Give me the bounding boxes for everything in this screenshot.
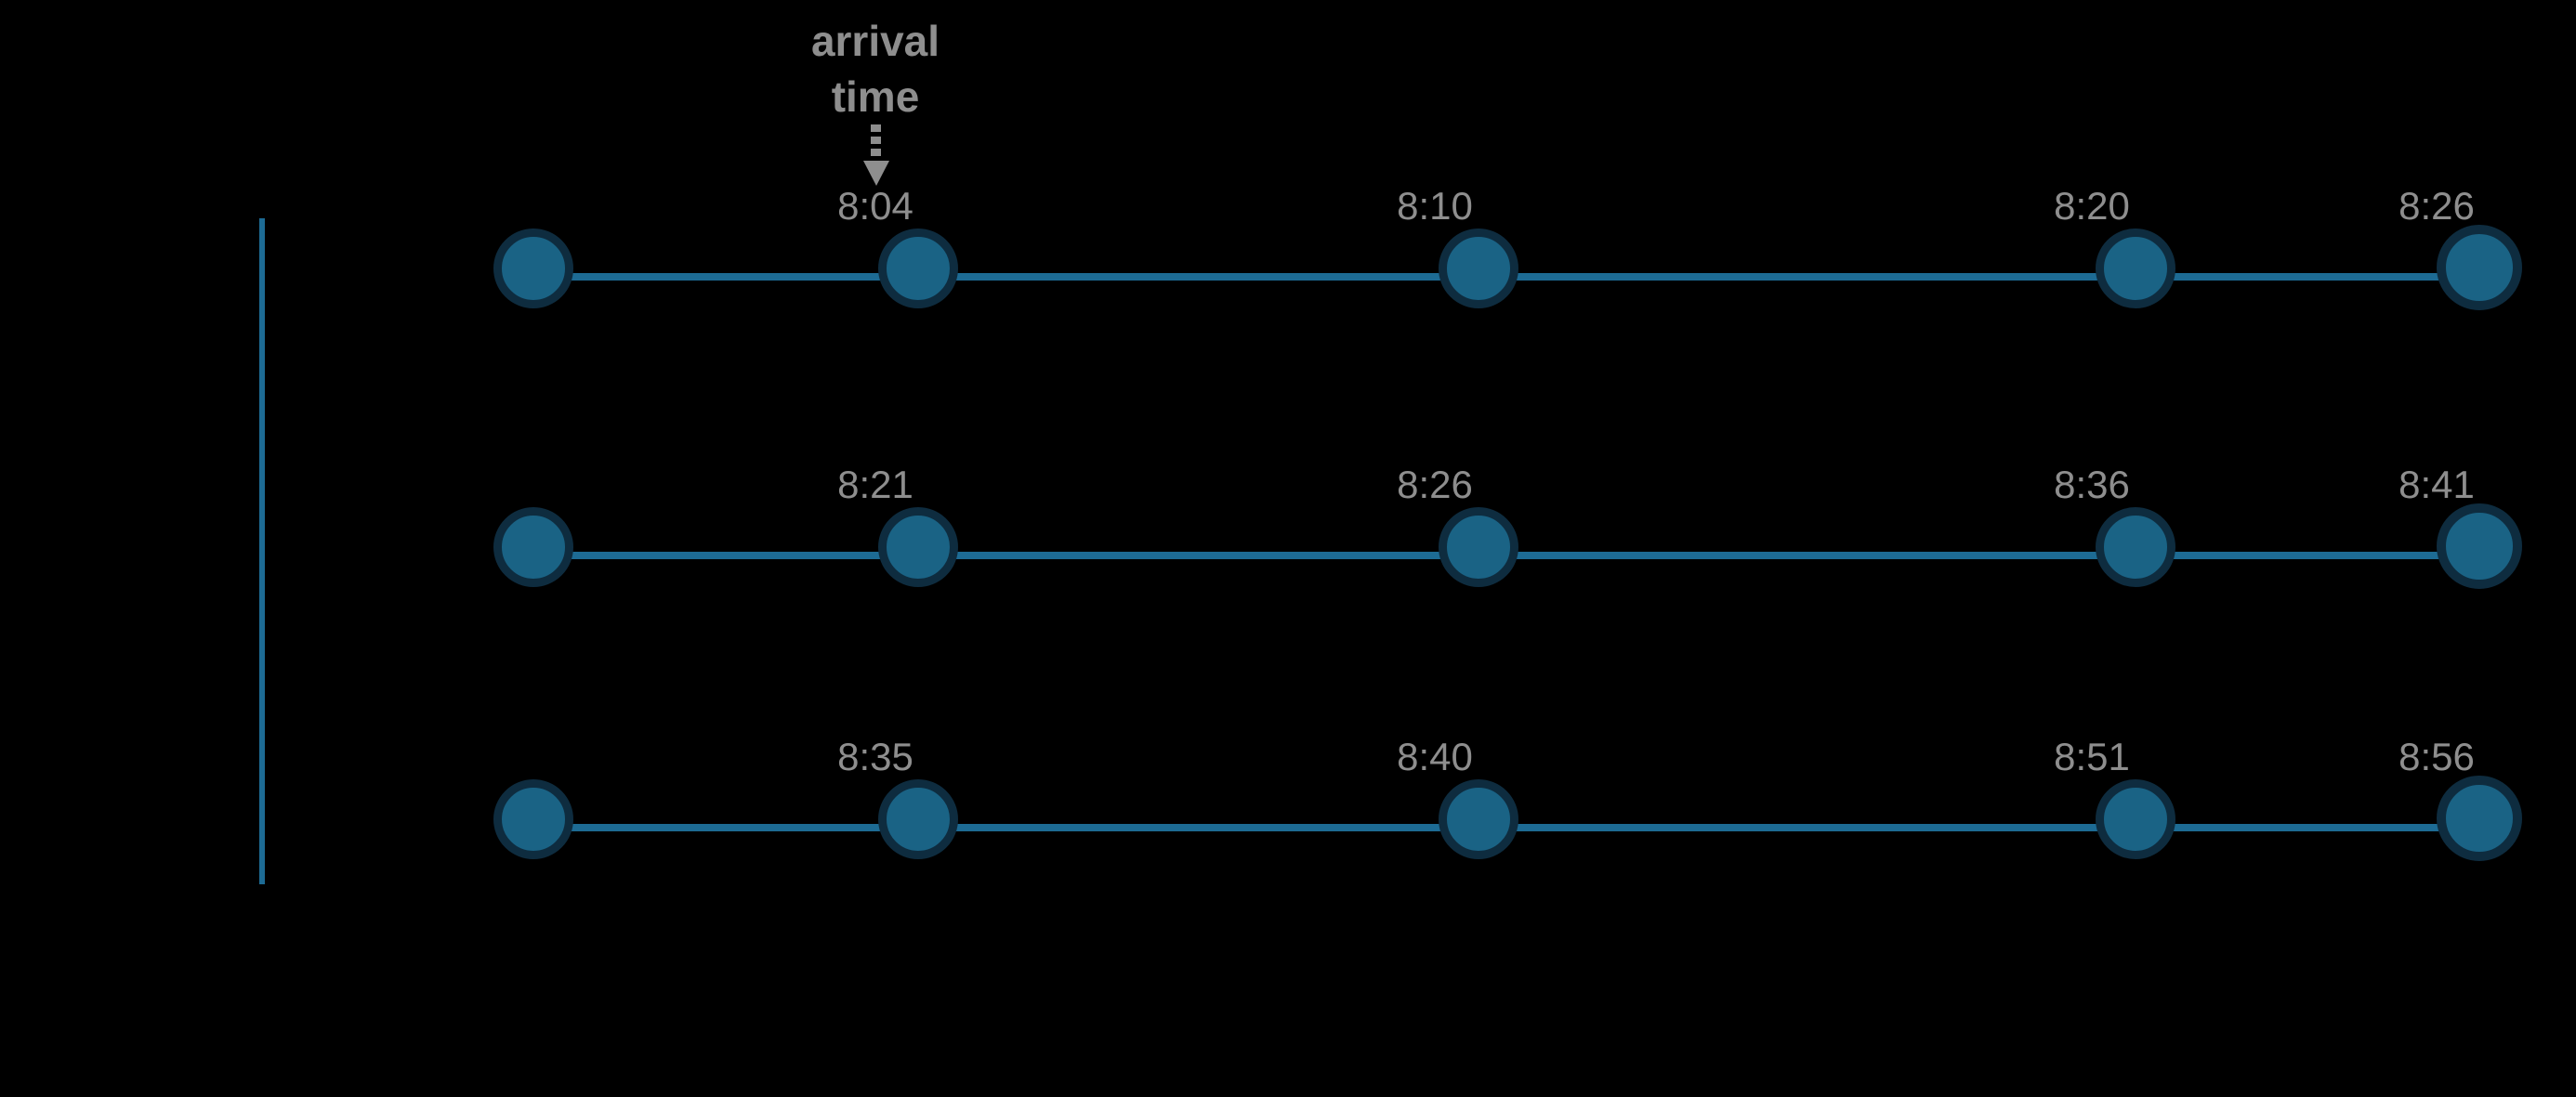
arrival-time-value: 8:51 [2054, 735, 2130, 778]
stop-node [493, 779, 573, 859]
stop-node-terminal [2437, 225, 2522, 310]
arrival-time-annotation: arrival time [690, 13, 1061, 124]
arrival-time-value: 8:26 [1397, 463, 1473, 506]
stop-node-terminal [2437, 776, 2522, 861]
stop-node [493, 229, 573, 308]
stop-node [878, 229, 958, 308]
stop-node [2096, 779, 2175, 859]
arrival-time-value: 8:26 [2399, 184, 2475, 228]
departure-axis-line [259, 218, 265, 884]
dotted-down-arrow-icon [863, 124, 889, 186]
arrival-time-value: 8:04 [837, 184, 913, 228]
arrival-time-value: 8:41 [2399, 463, 2475, 506]
stop-node [1439, 229, 1518, 308]
stop-node [493, 507, 573, 587]
arrow-dash [871, 137, 881, 144]
arrival-time-value: 8:40 [1397, 735, 1473, 778]
arrow-dash [871, 124, 881, 132]
arrival-time-annotation-line1: arrival [810, 17, 940, 65]
stop-node [2096, 507, 2175, 587]
arrival-time-value: 8:20 [2054, 184, 2130, 228]
arrival-time-value: 8:35 [837, 735, 913, 778]
arrow-dash [871, 149, 881, 156]
arrival-time-annotation-line2: time [831, 72, 920, 121]
arrival-time-value: 8:36 [2054, 463, 2130, 506]
stop-node [1439, 779, 1518, 859]
arrow-head [863, 161, 889, 186]
stop-node-terminal [2437, 503, 2522, 589]
stop-node [1439, 507, 1518, 587]
arrival-time-value: 8:56 [2399, 735, 2475, 778]
stop-node [2096, 229, 2175, 308]
stop-node [878, 779, 958, 859]
arrival-time-value: 8:10 [1397, 184, 1473, 228]
arrival-time-value: 8:21 [837, 463, 913, 506]
stop-node [878, 507, 958, 587]
